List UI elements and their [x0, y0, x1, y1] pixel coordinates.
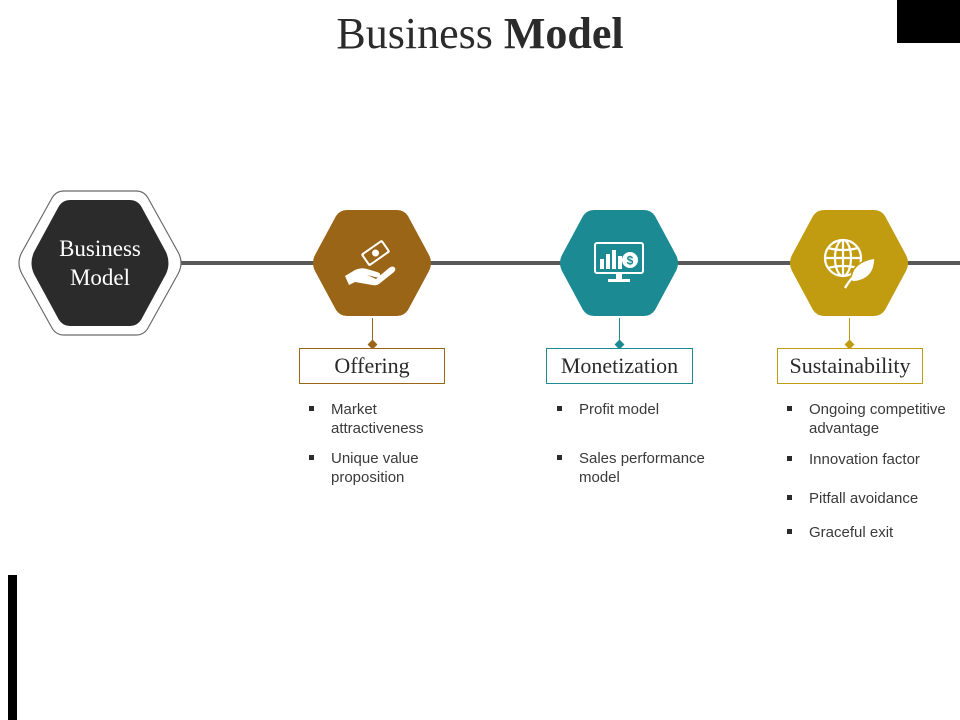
- bullet-item: Profit model: [555, 400, 725, 419]
- sustainability-connector: [849, 318, 850, 344]
- globe-leaf-icon: [823, 238, 876, 289]
- page-title: Business Model: [0, 8, 960, 60]
- center-label-line2: Model: [69, 265, 131, 290]
- bullet-item: Sales performance model: [555, 449, 719, 487]
- center-hexagon: [18, 190, 182, 336]
- title-regular: Business: [336, 9, 504, 58]
- offering-bullets: Market attractiveness Unique value propo…: [307, 400, 452, 487]
- sustainability-hexagon: [790, 210, 908, 316]
- monetization-bullets: Profit model Sales performance model: [555, 400, 725, 487]
- corner-black-box: [897, 0, 960, 43]
- svg-text:$: $: [627, 254, 634, 268]
- center-label-line1: Business: [59, 236, 141, 261]
- monetization-label: Monetization: [560, 353, 679, 378]
- bullet-item: Market attractiveness: [307, 400, 452, 438]
- bullet-item: Ongoing competitive advantage: [785, 400, 960, 438]
- hand-money-icon: [345, 240, 396, 286]
- sustainability-label-box: Sustainability: [777, 348, 923, 384]
- bullet-item: Unique value proposition: [307, 449, 452, 487]
- bullet-item: Graceful exit: [785, 523, 960, 542]
- left-black-bar: [8, 575, 17, 720]
- sustainability-label: Sustainability: [789, 353, 911, 378]
- title-bold: Model: [503, 9, 624, 58]
- offering-label: Offering: [334, 353, 410, 378]
- monetization-connector: [619, 318, 620, 344]
- offering-label-box: Offering: [299, 348, 445, 384]
- offering-connector: [372, 318, 373, 344]
- bullet-item: Pitfall avoidance: [785, 489, 960, 508]
- monitor-chart-dollar-icon: $: [594, 242, 644, 282]
- center-label: Business Model: [20, 234, 180, 292]
- monetization-label-box: Monetization: [546, 348, 693, 384]
- bullet-item: Innovation factor: [785, 450, 960, 469]
- sustainability-bullets: Ongoing competitive advantage Innovation…: [785, 400, 960, 542]
